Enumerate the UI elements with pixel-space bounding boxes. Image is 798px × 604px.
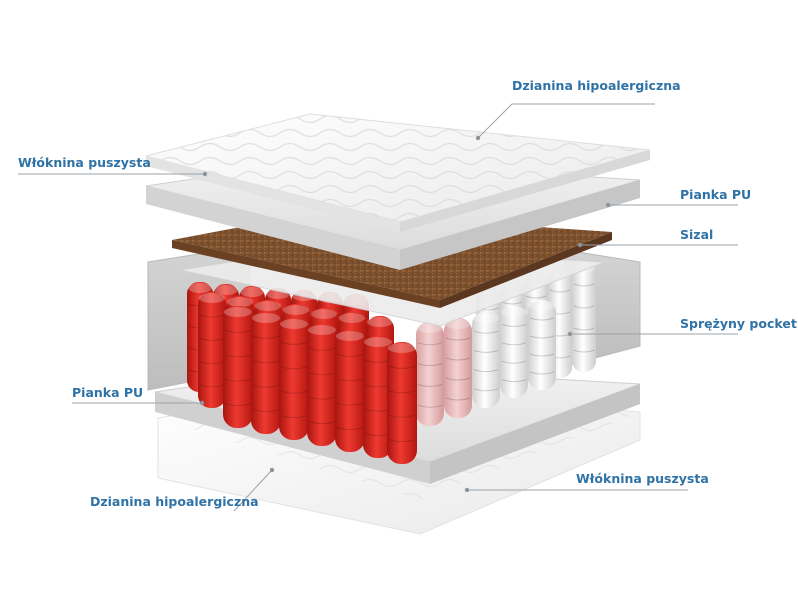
pocket-springs-group (187, 262, 596, 464)
pocket-spring (416, 322, 444, 426)
pocket-spring (198, 292, 226, 408)
pocket-spring (500, 306, 528, 398)
pocket-spring (444, 318, 472, 418)
small-dot-icon (577, 242, 583, 248)
pocket-spring (279, 318, 309, 440)
pocket-spring (528, 300, 556, 390)
pocket-spring (472, 312, 500, 408)
label-top-fabric: Dzianina hipoalergiczna (512, 78, 681, 93)
small-dot-icon (605, 202, 611, 208)
label-top-foam: Pianka PU (680, 187, 752, 202)
small-dot-icon (464, 487, 470, 493)
leader-line (477, 103, 655, 139)
pocket-spring (335, 330, 365, 452)
pocket-spring (387, 342, 417, 464)
pocket-spring (251, 312, 281, 434)
small-dot-icon (567, 331, 573, 337)
pocket-spring (572, 262, 596, 372)
small-dot-icon (475, 135, 481, 141)
leader-lines (18, 103, 738, 512)
label-sisal: Sizal (680, 227, 714, 242)
pocket-spring (363, 336, 393, 458)
label-pocket-springs: Sprężyny pocket (680, 316, 797, 331)
small-dot-icon (202, 171, 208, 177)
small-dot-icon (199, 400, 205, 406)
label-top-fiber: Włóknina puszysta (18, 155, 151, 170)
leader-line (233, 469, 273, 512)
label-bottom-fabric: Dzianina hipoalergiczna (90, 494, 259, 509)
pocket-spring (307, 324, 337, 446)
small-dot-icon (269, 467, 275, 473)
label-bottom-foam: Pianka PU (72, 385, 144, 400)
label-bottom-fiber: Włóknina puszysta (576, 471, 709, 486)
top-fabric-layer (145, 113, 651, 232)
pocket-spring (223, 306, 253, 428)
